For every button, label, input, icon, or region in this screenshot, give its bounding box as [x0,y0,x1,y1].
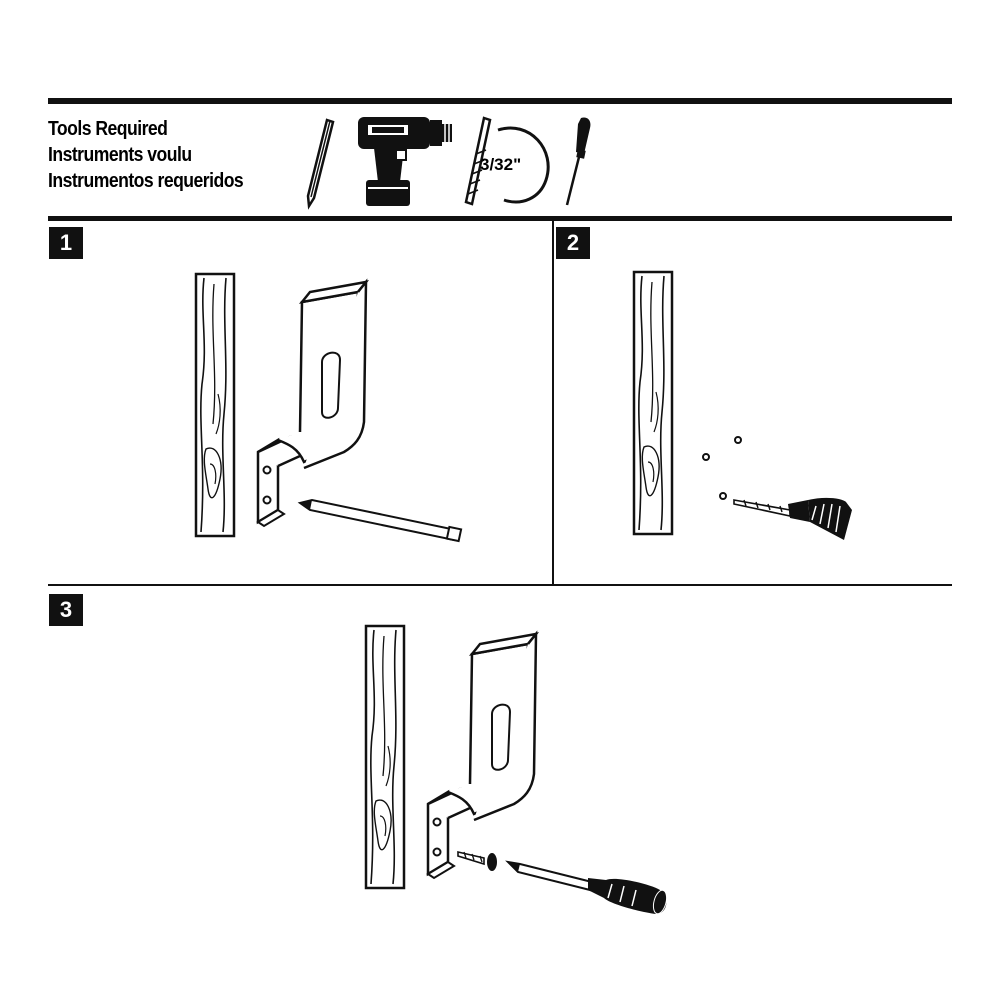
tools-label-fr: Instruments voulu [48,144,192,166]
top-rule [48,98,952,104]
tools-label-es: Instrumentos requeridos [48,170,244,192]
step-2-illustration [632,270,852,540]
step-column-divider [552,221,554,585]
steps-divider-rule [48,584,952,586]
drill-bit-icon: 3/32" [464,116,550,206]
step-3-badge: 3 [49,594,83,626]
power-drill-icon [358,117,452,206]
step-3-illustration [364,624,668,915]
drill-bit-icon [733,497,852,540]
tools-required-heading: Tools Required Instruments voulu Instrum… [48,116,244,194]
tools-divider-rule [48,216,952,221]
screwdriver-icon [565,117,591,206]
screw-icon [457,850,497,871]
pencil-icon [297,498,463,543]
step-1-illustration [194,272,463,543]
step-2-badge: 2 [556,227,590,259]
pencil-icon [306,118,335,210]
step-1-badge: 1 [49,227,83,259]
drill-bit-size-label: 3/32" [480,155,521,174]
tools-label-en: Tools Required [48,118,168,140]
screwdriver-icon [505,860,668,915]
